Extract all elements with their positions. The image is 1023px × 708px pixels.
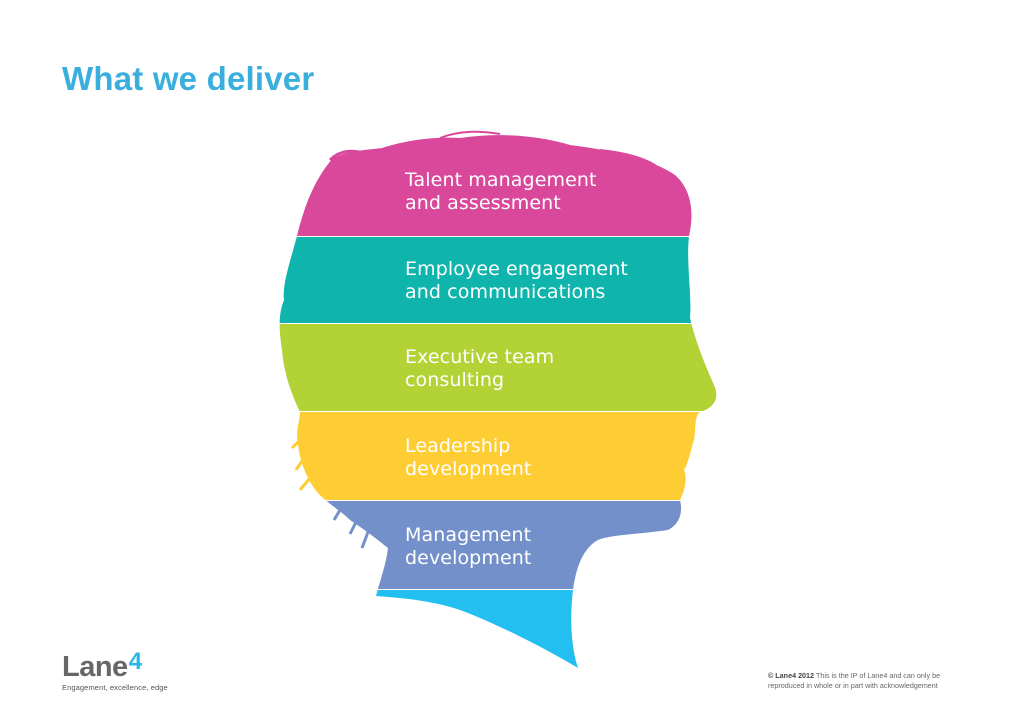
band-label-management: Management development xyxy=(405,524,531,570)
band-employee xyxy=(279,237,717,323)
logo-word: Lane xyxy=(62,651,128,683)
copyright-text: This is the IP of Lane4 and can only be … xyxy=(768,671,941,690)
hair-wisp xyxy=(599,149,656,166)
hair-wisp xyxy=(328,149,365,162)
band-leadership xyxy=(279,412,717,500)
band-label-line1: Executive team xyxy=(405,346,555,368)
band-label-line1: Talent management xyxy=(405,169,597,191)
band-label-leadership: Leadership development xyxy=(405,435,531,481)
lane4-logo: Lane4 Engagement, excellence, edge xyxy=(62,648,168,692)
hair-wisp xyxy=(439,130,501,139)
band-label-line1: Employee engagement xyxy=(405,258,628,280)
hair-wisp xyxy=(332,509,370,549)
band-label-talent: Talent management and assessment xyxy=(405,169,597,215)
band-label-line2: and assessment xyxy=(405,192,561,214)
copyright-notice: © Lane4 2012 This is the IP of Lane4 and… xyxy=(768,671,968,691)
band-label-line2: consulting xyxy=(405,369,505,391)
logo-number: 4 xyxy=(128,648,143,675)
band-label-line2: development xyxy=(405,547,532,569)
band-neck xyxy=(279,590,717,668)
band-label-employee: Employee engagement and communications xyxy=(405,258,628,304)
band-label-line1: Leadership xyxy=(405,435,511,457)
hair-wisp xyxy=(290,438,312,491)
band-label-executive: Executive team consulting xyxy=(405,346,554,392)
copyright-bold: © Lane4 2012 xyxy=(768,671,815,680)
band-label-line1: Management xyxy=(405,524,532,546)
band-label-line2: and communications xyxy=(405,281,606,303)
slide-title: What we deliver xyxy=(62,60,315,97)
band-label-line2: development xyxy=(405,458,532,480)
band-executive xyxy=(279,324,717,411)
logo-tagline: Engagement, excellence, edge xyxy=(62,683,168,692)
